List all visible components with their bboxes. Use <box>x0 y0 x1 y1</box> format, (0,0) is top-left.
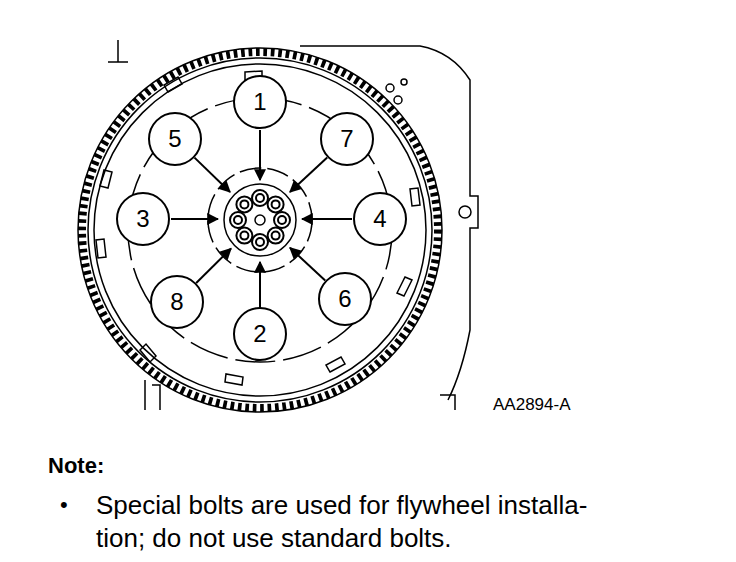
callout-number: 5 <box>168 127 181 151</box>
callout-number: 1 <box>253 90 266 114</box>
note-heading: Note: <box>48 452 104 480</box>
callout-circle: 1 <box>233 75 287 129</box>
callout-circle: 5 <box>148 112 202 166</box>
callout-circle: 3 <box>116 192 170 246</box>
callout-number: 3 <box>136 207 149 231</box>
note-text: Special bolts are used for flywheel inst… <box>96 489 616 554</box>
callout-circle: 7 <box>320 112 374 166</box>
callout-number: 4 <box>373 207 386 231</box>
callout-circle: 8 <box>150 275 204 329</box>
callout-circle: 2 <box>233 307 287 361</box>
figure-code: AA2894-A <box>493 394 571 415</box>
callout-number: 8 <box>170 290 183 314</box>
callout-number: 2 <box>253 322 266 346</box>
callout-circle: 6 <box>318 272 372 326</box>
callout-number: 7 <box>340 127 353 151</box>
callout-number: 6 <box>338 287 351 311</box>
bullet: • <box>60 491 68 519</box>
callout-circle: 4 <box>353 192 407 246</box>
